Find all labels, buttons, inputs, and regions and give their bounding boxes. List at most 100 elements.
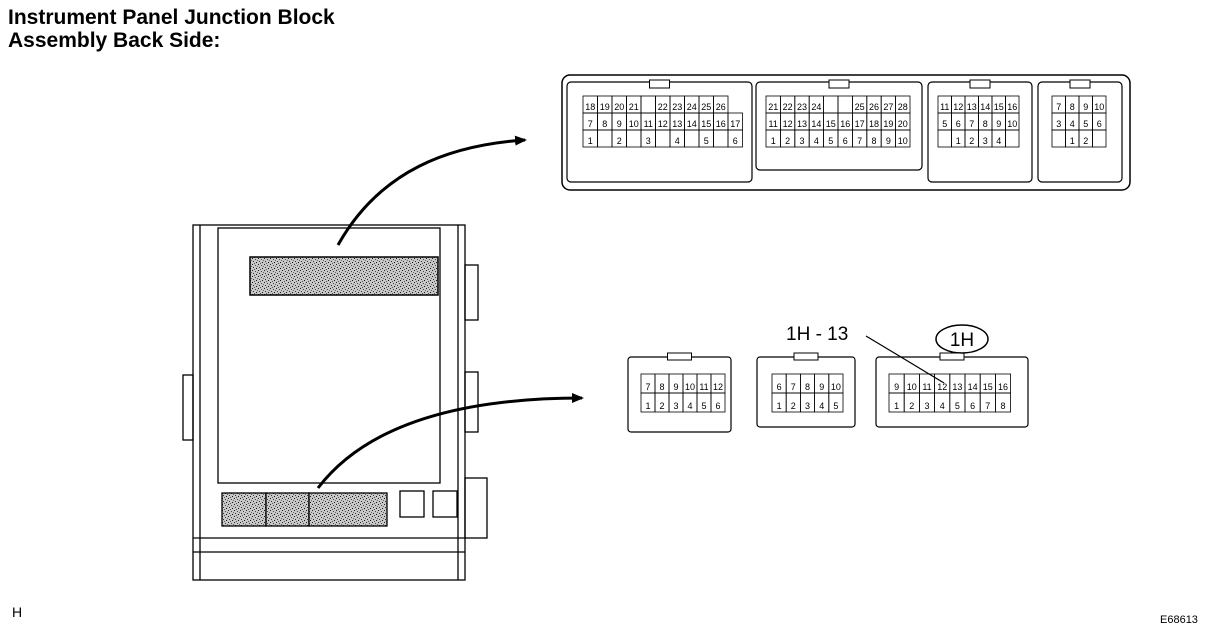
diagram-title: Instrument Panel Junction Block Assembly… [8,6,335,52]
bottom-connector-2-pin-label: 4 [819,401,824,411]
top-connector-1-cell [655,129,671,148]
top-connector-1-pin-label: 25 [701,102,711,112]
bottom-connector-3-pin-label: 15 [983,382,993,392]
callout-label: 1H - 13 [786,324,848,345]
top-connector-2-cell [823,95,839,114]
top-connector-1-pin-label: 4 [675,136,680,146]
top-connector-2-pin-label: 26 [869,102,879,112]
top-connector-3-pin-label: 15 [994,102,1004,112]
connector-housing [1037,81,1123,183]
top-connector-2-pin-label: 20 [898,119,908,129]
bottom-connector-3-pin-label: 4 [940,401,945,411]
bottom-connector-1-pin-label: 6 [715,401,720,411]
top-connector-1-pin-label: 8 [602,119,607,129]
bottom-connector-1-pin-label: 9 [673,382,678,392]
top-connector-1-pin-label: 6 [733,136,738,146]
top-connector-1-pin-label: 10 [629,119,639,129]
top-connector-area [249,256,439,296]
bottom-connector-2-pin-label: 8 [805,382,810,392]
footer-right-code: E68613 [1160,614,1198,626]
top-connector-1-cell [684,129,700,148]
bottom-connector-3-pin-label: 1 [894,401,899,411]
top-connector-1-cell [597,129,613,148]
top-connector-2-pin-label: 19 [883,119,893,129]
top-connector-3-cell [937,129,952,148]
top-connector-2-pin-label: 25 [855,102,865,112]
bottom-connector-3-pin-label: 12 [937,382,947,392]
bottom-connector-3-pin-label: 13 [952,382,962,392]
top-connector-1-pin-label: 13 [672,119,682,129]
bottom-connector-area [221,492,388,527]
top-connector-3-pin-label: 2 [969,136,974,146]
bottom-connector-2-pin-label: 10 [831,382,841,392]
top-connector-3-pin-label: 7 [969,119,974,129]
top-connector-2-pin-label: 10 [898,136,908,146]
bottom-connector-2-pin-label: 2 [791,401,796,411]
top-connector-1-cell [727,129,743,148]
top-connector-3-pin-label: 8 [983,119,988,129]
arrow-to-top-connectors [336,135,527,246]
bottom-connector-2-pin-label: 7 [791,382,796,392]
top-connector-1-cell [626,129,642,148]
connector-housing [627,356,732,433]
top-connector-1-pin-label: 23 [672,102,682,112]
callout-leader-line [865,335,945,384]
top-connector-2-pin-label: 13 [797,119,807,129]
top-connector-3-pin-label: 13 [967,102,977,112]
bottom-connector-2-pin-label: 5 [833,401,838,411]
connector-housing [566,81,753,183]
top-connector-1-cell [640,95,656,114]
top-connector-1-pin-label: 9 [617,119,622,129]
top-connector-4-pin-label: 2 [1083,136,1088,146]
bottom-connector-1-pin-label: 8 [659,382,664,392]
top-connector-1-pin-label: 22 [658,102,668,112]
top-connector-4-pin-label: 10 [1094,102,1104,112]
top-connector-2-pin-label: 2 [785,136,790,146]
top-connector-3-pin-label: 14 [980,102,990,112]
bottom-connector-3-pin-label: 10 [907,382,917,392]
top-connector-3-pin-label: 9 [996,119,1001,129]
top-connector-1-pin-label: 12 [658,119,668,129]
bottom-connector-1-pin-label: 7 [645,382,650,392]
top-connector-3-pin-label: 16 [1007,102,1017,112]
bottom-connector-3-pin-label: 16 [998,382,1008,392]
bottom-connector-3-pin-label: 6 [970,401,975,411]
top-connector-3-pin-label: 1 [956,136,961,146]
top-connector-1-pin-label: 26 [716,102,726,112]
top-connector-3-pin-label: 10 [1007,119,1017,129]
top-connector-4-pin-label: 1 [1070,136,1075,146]
top-connector-4-cell [1092,129,1107,148]
bottom-connector-2-pin-label: 3 [805,401,810,411]
top-connector-1-pin-label: 11 [644,119,653,129]
top-connector-2-pin-label: 28 [898,102,908,112]
top-connector-2-pin-label: 9 [886,136,891,146]
top-connector-4-pin-label: 8 [1070,102,1075,112]
connector-latch [649,79,670,89]
connector-latch [793,352,819,361]
bottom-connector-1-pin-label: 5 [701,401,706,411]
bottom-connector-1-pin-label: 3 [673,401,678,411]
top-connector-1-pin-label: 17 [730,119,740,129]
top-connector-2-pin-label: 11 [769,119,778,129]
top-connector-2-pin-label: 23 [797,102,807,112]
top-connector-4-pin-label: 7 [1056,102,1061,112]
bottom-connector-1-pin-label: 1 [645,401,650,411]
top-connector-1-pin-label: 5 [704,136,709,146]
top-connector-1-pin-label: 15 [701,119,711,129]
top-connector-2-pin-label: 7 [857,136,862,146]
connector-housing [927,81,1033,183]
top-connector-2-pin-label: 18 [869,119,879,129]
top-connector-4-cell [1051,129,1066,148]
top-connector-2-pin-label: 4 [814,136,819,146]
top-connector-2-pin-label: 1 [771,136,776,146]
top-connector-2-pin-label: 21 [768,102,778,112]
bottom-connector-2-cell [828,392,844,413]
bottom-connector-2-pin-label: 6 [777,382,782,392]
arrow-to-bottom-connectors [316,393,584,489]
